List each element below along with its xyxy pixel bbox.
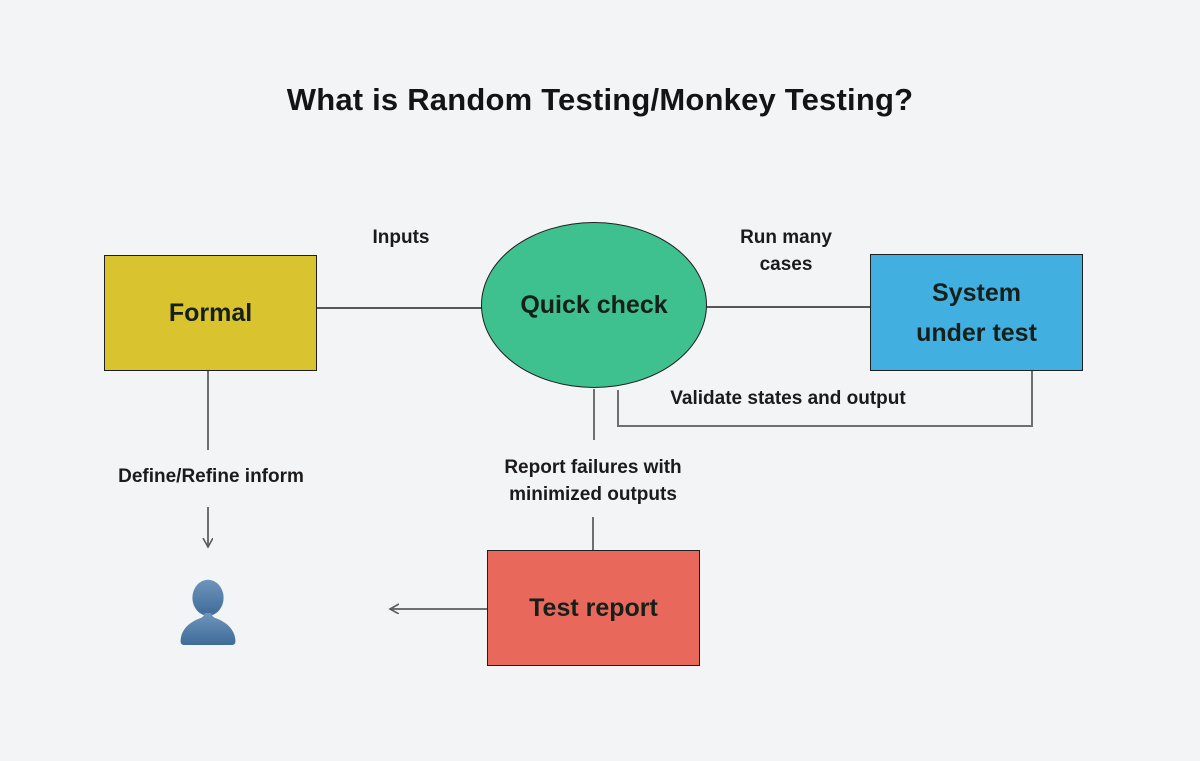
node-formal-label: Formal [168,298,253,327]
edge-label-inputs: Inputs [372,227,430,248]
node-formal: Formal [104,255,317,371]
edge-label-define-refine: Define/Refine inform [118,466,304,487]
node-system-under-test-label: System under test [916,278,1037,347]
person-silhouette-icon [180,579,236,646]
edge-label-validate-states: Validate states and output [670,388,906,409]
node-test-report: Test report [487,550,700,666]
edge-label-report-failures: Report failures with minimized outputs [504,457,682,505]
node-quick-check-label: Quick check [520,290,668,319]
node-system-under-test: System under test [870,254,1083,371]
connector-validate-feedback [617,371,1033,427]
page-title: What is Random Testing/Monkey Testing? [286,82,914,117]
edge-label-run-many-cases: Run many cases [740,227,832,275]
node-test-report-label: Test report [529,593,658,622]
node-quick-check: Quick check [481,222,707,388]
